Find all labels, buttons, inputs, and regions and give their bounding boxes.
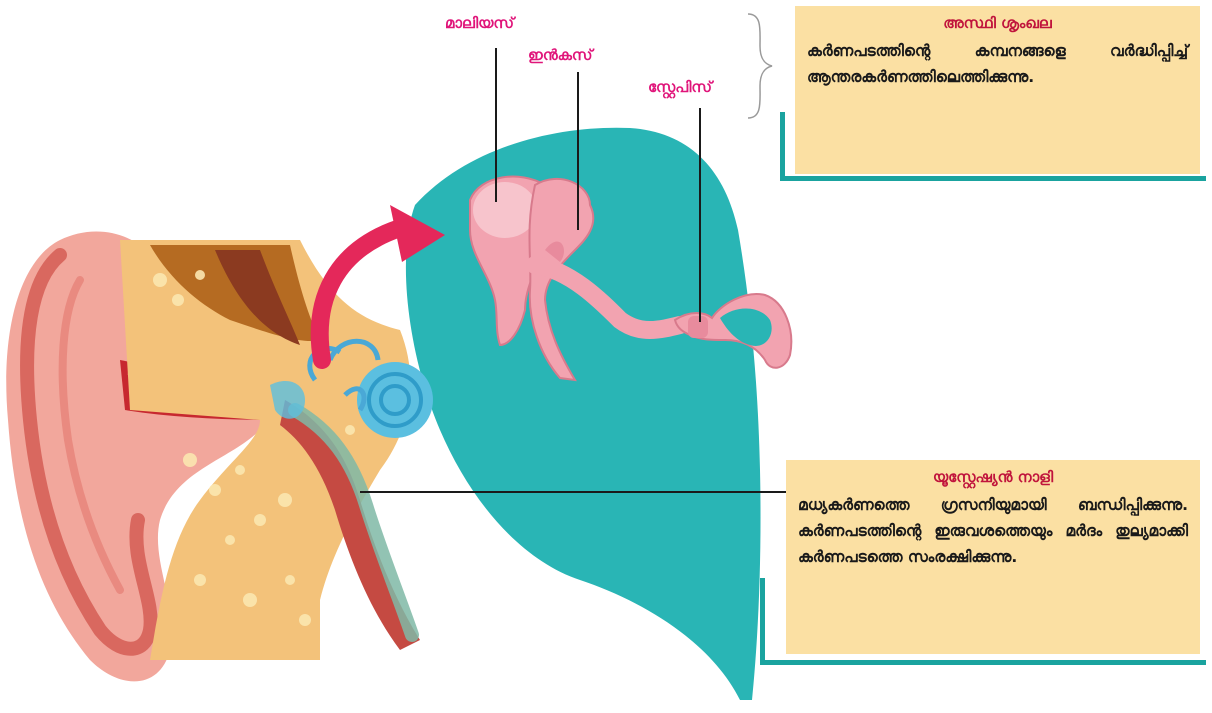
stapes-label: സ്റ്റേപിസ് bbox=[648, 78, 712, 96]
eustachian-box-body: മധ്യകർണത്തെ ഗ്രസനിയുമായി ബന്ധിപ്പിക്കുന്… bbox=[798, 492, 1188, 570]
incus-label: ഇൻകസ് bbox=[528, 46, 593, 64]
ossicles-box-accent-left bbox=[780, 112, 785, 180]
ossicles-callout-box: അസ്ഥി ശൃംഖല കർണപടത്തിന്റെ കമ്പനങ്ങളെ വർദ… bbox=[795, 6, 1200, 174]
eustachian-box-accent-left bbox=[760, 578, 765, 664]
eustachian-box-title: യൂസ്റ്റേഷ്യൻ നാളി bbox=[798, 468, 1188, 486]
eustachian-callout-box: യൂസ്റ്റേഷ്യൻ നാളി മധ്യകർണത്തെ ഗ്രസനിയുമാ… bbox=[786, 460, 1200, 654]
ossicles-box-body: കർണപടത്തിന്റെ കമ്പനങ്ങളെ വർദ്ധിപ്പിച്ച് … bbox=[807, 38, 1188, 90]
ossicles-box-accent-bottom bbox=[780, 176, 1206, 181]
malleus-label: മാലിയസ് bbox=[445, 14, 514, 32]
ossicles-box-title: അസ്ഥി ശൃംഖല bbox=[807, 14, 1188, 32]
eustachian-box-accent-bottom bbox=[760, 660, 1206, 665]
ossicles-brace bbox=[748, 14, 772, 118]
